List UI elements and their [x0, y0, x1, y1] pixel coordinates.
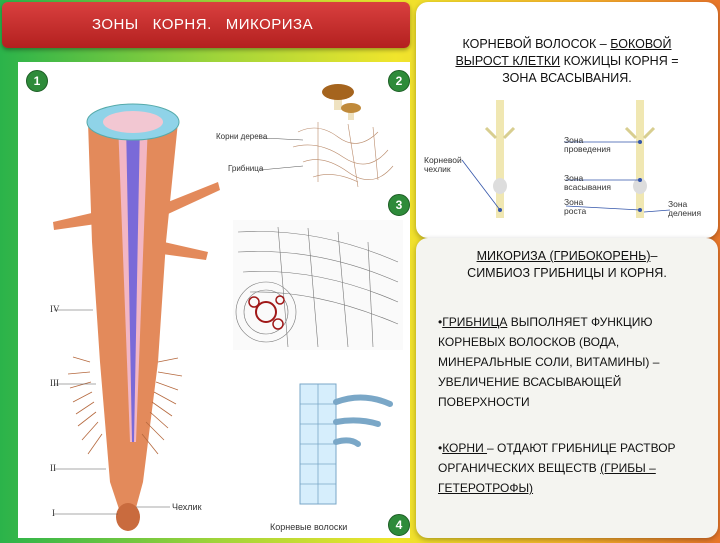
zone-label-iii: III: [50, 378, 59, 388]
root-hair-cells-detail: [299, 383, 393, 505]
mushroom-illustration: [292, 84, 394, 188]
root-illustration: [53, 84, 403, 531]
side-root-1: [168, 182, 220, 214]
figure-badge-4: 4: [388, 514, 410, 536]
root-zones-figure: 1 2 3 4 Корни дерева Грибница Чехлик Кор…: [18, 62, 410, 538]
xylem: [126, 122, 140, 442]
zone-label-i: I: [52, 508, 55, 518]
root-cap: [116, 503, 140, 531]
cross-section-core: [103, 111, 163, 133]
zone-label-iv: IV: [50, 304, 60, 314]
zone-label-ii: II: [50, 463, 56, 473]
mycorrhiza-cross-section: [233, 220, 403, 350]
root-zones-svg: [461, 100, 671, 218]
mycelium-function-paragraph: •ГРИБНИЦА ВЫПОЛНЯЕТ ФУНКЦИЮ КОРНЕВЫХ ВОЛ…: [438, 315, 660, 409]
side-root-3: [53, 212, 96, 230]
figure-badge-2: 2: [388, 70, 410, 92]
mycorrhiza-card: МИКОРИЗА (ГРИБОКОРЕНЬ)– СИМБИОЗ ГРИБНИЦЫ…: [416, 238, 718, 538]
root-hairs-cluster: [67, 356, 183, 455]
label-root-hairs: Корневые волоски: [270, 522, 348, 532]
label-mycelium: Грибница: [228, 164, 264, 173]
figure-badge-1: 1: [26, 70, 48, 92]
side-root-2: [162, 242, 208, 260]
figure-badge-3: 3: [388, 194, 410, 216]
slide-title: ЗОНЫ КОРНЯ. МИКОРИЗА: [92, 16, 314, 33]
label-tree-roots: Корни дерева: [216, 132, 268, 141]
label-root-cap: Чехлик: [172, 502, 202, 512]
root-hair-definition: КОРНЕВОЙ ВОЛОСОК – БОКОВОЙ ВЫРОСТ КЛЕТКИ…: [455, 37, 679, 85]
roots-function-paragraph: •КОРНИ – ОТДАЮТ ГРИБНИЦЕ РАСТВОР ОРГАНИЧ…: [438, 441, 676, 495]
root-hair-card: КОРНЕВОЙ ВОЛОСОК – БОКОВОЙ ВЫРОСТ КЛЕТКИ…: [416, 2, 718, 238]
mycorrhiza-heading: МИКОРИЗА (ГРИБОКОРЕНЬ)– СИМБИОЗ ГРИБНИЦЫ…: [467, 249, 667, 280]
title-bar: ЗОНЫ КОРНЯ. МИКОРИЗА: [2, 2, 410, 48]
